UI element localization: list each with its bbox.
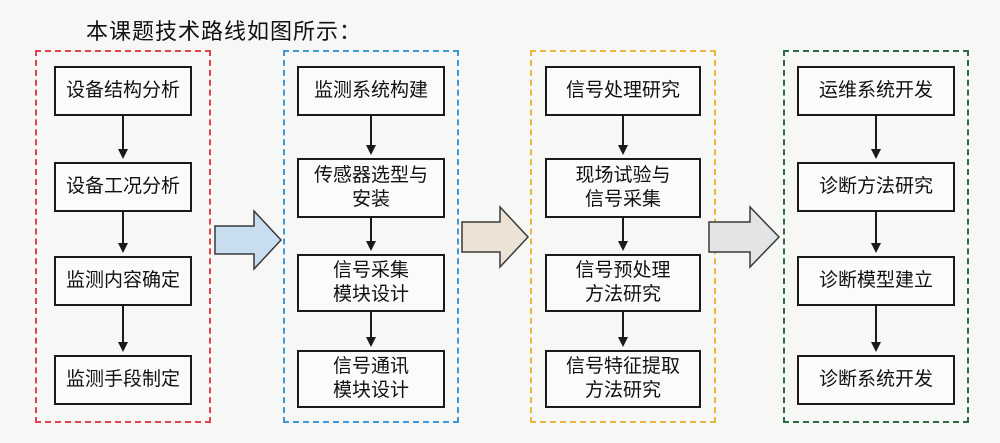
step-field-test: 现场试验与 信号采集 xyxy=(545,158,701,218)
stage-group-monitoring-system xyxy=(283,50,459,423)
step-monitoring-means: 监测手段制定 xyxy=(54,355,192,405)
step-feature-extraction: 信号特征提取 方法研究 xyxy=(545,350,701,408)
step-om-system-dev: 运维系统开发 xyxy=(797,66,955,116)
block-arrow-3-to-4 xyxy=(708,205,781,269)
step-diagnosis-method: 诊断方法研究 xyxy=(797,162,955,212)
step-signal-processing-research: 信号处理研究 xyxy=(545,66,701,116)
step-diagnosis-system-dev: 诊断系统开发 xyxy=(797,355,955,405)
step-signal-communication-module: 信号通讯 模块设计 xyxy=(297,350,445,408)
step-sensor-selection: 传感器选型与 安装 xyxy=(297,158,445,218)
step-equipment-condition-analysis: 设备工况分析 xyxy=(54,162,192,212)
stage-group-diagnosis-system xyxy=(783,50,969,423)
step-equipment-structure-analysis: 设备结构分析 xyxy=(54,66,192,116)
step-signal-acquisition-module: 信号采集 模块设计 xyxy=(297,254,445,312)
step-diagnosis-model: 诊断模型建立 xyxy=(797,256,955,306)
stage-group-equipment-analysis xyxy=(35,50,211,423)
step-signal-preprocessing: 信号预处理 方法研究 xyxy=(545,254,701,312)
block-arrow-2-to-3 xyxy=(461,205,530,269)
diagram-caption: 本课题技术路线如图所示： xyxy=(86,20,363,45)
step-monitoring-system-build: 监测系统构建 xyxy=(297,66,445,116)
step-monitoring-content: 监测内容确定 xyxy=(54,256,192,306)
block-arrow-1-to-2 xyxy=(214,209,283,271)
